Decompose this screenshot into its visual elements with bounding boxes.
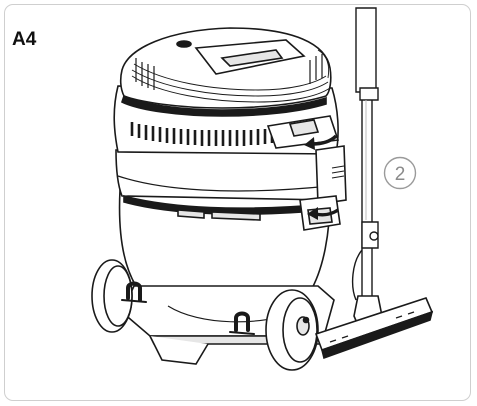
attach-arrow-upper: [304, 134, 338, 150]
suction-tube: [351, 7, 379, 301]
step-label: A4: [12, 29, 37, 50]
vacuum-body: [113, 27, 347, 345]
vent-grille: [130, 122, 281, 146]
callout-number: 2: [395, 164, 406, 185]
callout-marker: 2: [383, 156, 417, 190]
floor-nozzle: [314, 295, 434, 360]
wheels: [91, 259, 319, 371]
cable-hook-right: [229, 311, 255, 335]
cable-hook-left: [121, 281, 147, 303]
attach-arrow-lower: [307, 207, 339, 220]
